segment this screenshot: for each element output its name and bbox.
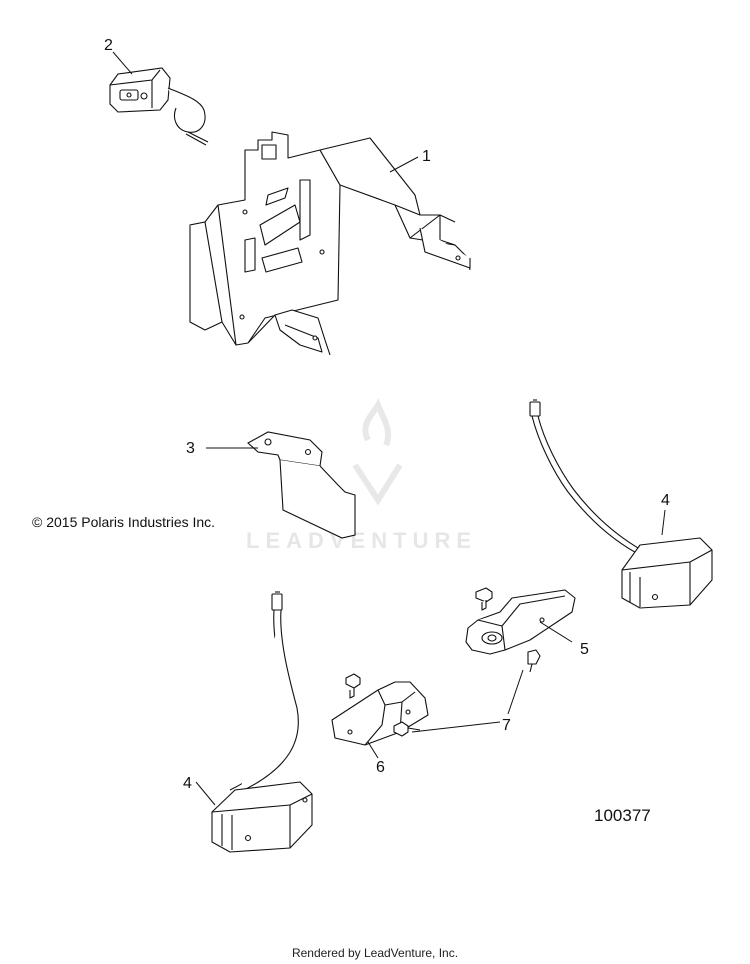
watermark-logo (352, 398, 403, 506)
copyright-notice: © 2015 Polaris Industries Inc. (32, 514, 216, 530)
callout-3: 3 (186, 440, 195, 457)
part-4-light-right[interactable] (529, 399, 713, 609)
callout-leaders (112, 51, 666, 806)
callout-2: 2 (104, 37, 113, 54)
callout-4-right: 4 (661, 492, 670, 509)
callout-6: 6 (376, 759, 385, 776)
leader-4-left (195, 781, 216, 806)
leader-7b (507, 669, 524, 715)
callout-7: 7 (502, 717, 511, 734)
leader-5 (539, 621, 573, 643)
leader-7a (411, 721, 501, 733)
part-6-bracket[interactable] (331, 673, 429, 746)
part-3-plate[interactable] (247, 431, 356, 539)
callout-4-left: 4 (183, 775, 192, 792)
leader-1 (389, 156, 419, 173)
leader-6 (367, 741, 379, 759)
diagram-id: 100377 (594, 806, 651, 825)
callout-1: 1 (422, 148, 431, 165)
part-1-bracket[interactable] (189, 131, 471, 356)
leader-4-right (661, 509, 666, 536)
part-5-bracket[interactable] (465, 587, 576, 673)
callout-5: 5 (580, 641, 589, 658)
watermark-text: LEADVENTURE (246, 528, 478, 553)
footer-text: Rendered by LeadVenture, Inc. (291, 946, 459, 960)
leader-2 (112, 51, 133, 75)
part-4-light-left[interactable] (211, 591, 313, 853)
part-2-connector[interactable] (109, 67, 209, 146)
